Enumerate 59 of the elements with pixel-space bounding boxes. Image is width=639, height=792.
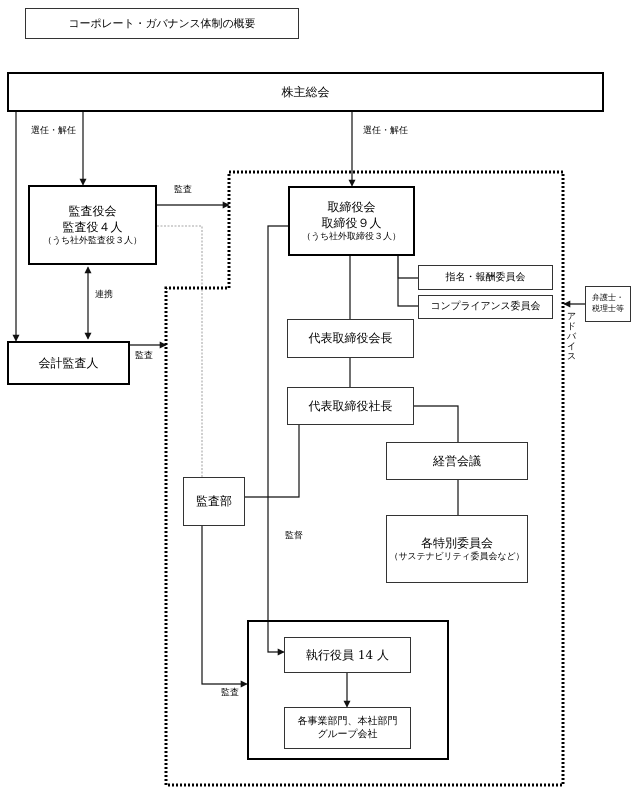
box-text: （サステナビリティ委員会など） xyxy=(390,551,524,564)
arrow xyxy=(344,673,350,708)
edge-label: 監査 xyxy=(173,186,193,196)
org-box xyxy=(418,295,553,319)
box-title: 弁護士・税理士等 xyxy=(591,293,625,315)
edge-label: 選任・解任 xyxy=(30,127,77,137)
connector-line xyxy=(414,405,459,442)
connector-line xyxy=(397,256,418,307)
arrow xyxy=(157,202,230,208)
org-box xyxy=(183,477,245,526)
org-box xyxy=(7,72,604,112)
edge-label: 監査 xyxy=(134,352,154,362)
org-box xyxy=(287,319,414,358)
box-title: 監査役会 xyxy=(68,202,116,219)
connector-line xyxy=(457,480,459,515)
dotted-connector xyxy=(156,226,202,478)
arrow xyxy=(80,112,86,186)
box-text: 監査役４人 xyxy=(62,218,122,236)
org-box xyxy=(284,637,411,673)
box-title: 監査部 xyxy=(196,493,232,510)
box-title: 代表取締役社長 xyxy=(308,398,392,414)
arrow xyxy=(130,342,167,348)
org-box xyxy=(287,387,414,425)
edge-label: 監査 xyxy=(220,689,240,699)
box-title: 指名・報酬委員会 xyxy=(446,270,526,284)
org-box xyxy=(288,186,415,256)
box-title: 株主総会 xyxy=(282,84,330,100)
edge-label: 監督 xyxy=(284,532,304,542)
box-title: 会計監査人 xyxy=(38,354,98,372)
arrow xyxy=(84,266,92,340)
org-box xyxy=(28,185,157,265)
arrow xyxy=(348,112,356,187)
title-box: コーポレート・ガバナンス体制の概要 xyxy=(25,8,299,39)
edge-label: 選任・解任 xyxy=(362,127,409,137)
box-title: 経営会議 xyxy=(433,452,481,470)
connector-line xyxy=(349,358,351,387)
arrow xyxy=(12,112,20,342)
box-title: 各事業部門、本社部門グループ会社 xyxy=(298,714,398,742)
org-box xyxy=(7,341,130,385)
edge-label: アドバイス xyxy=(566,313,577,362)
box-title: 各特別委員会 xyxy=(421,534,493,551)
org-box xyxy=(386,442,528,480)
connector-line xyxy=(245,425,300,498)
arrow xyxy=(563,300,585,308)
org-box xyxy=(386,515,528,583)
connector-line xyxy=(349,256,351,319)
box-title: 代表取締役会長 xyxy=(308,330,392,347)
box-text: （うち社外取締役３人） xyxy=(302,231,401,244)
org-box xyxy=(585,286,631,322)
org-box xyxy=(284,707,411,749)
org-box xyxy=(418,265,553,290)
arrow xyxy=(201,526,248,688)
edge-label: 連携 xyxy=(94,291,114,301)
box-title: 取締役会 xyxy=(328,198,376,215)
box-text: 取締役９人 xyxy=(322,214,382,232)
arrow xyxy=(267,225,288,656)
box-title: 執行役員 14 人 xyxy=(306,646,389,664)
box-title: コンプライアンス委員会 xyxy=(430,300,540,314)
box-text: （うち社外監査役３人） xyxy=(43,235,142,248)
